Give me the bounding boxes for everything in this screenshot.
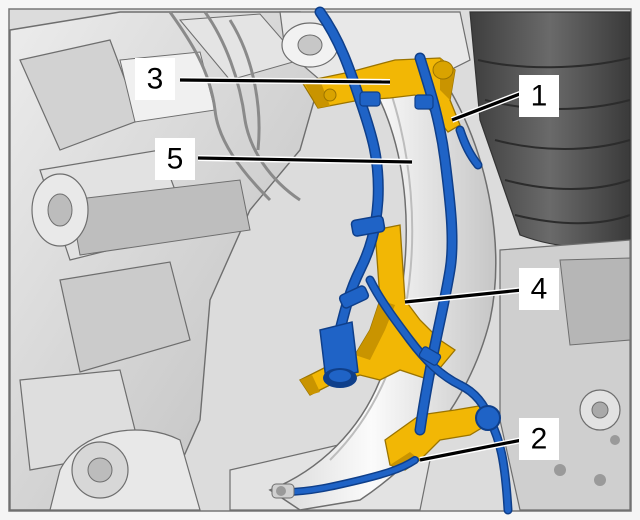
- callout-2-text: 2: [531, 423, 548, 456]
- leader-1: [451, 90, 526, 122]
- callout-4: 4: [519, 268, 559, 310]
- leader-2: [419, 438, 523, 462]
- brake-hoses: [281, 6, 513, 515]
- callout-2: 2: [519, 418, 559, 460]
- callout-4-text: 4: [531, 273, 548, 306]
- hose-fittings: [271, 91, 501, 499]
- callout-1: 1: [519, 75, 559, 117]
- leader-5: [197, 156, 413, 164]
- callout-5-text: 5: [167, 143, 184, 176]
- subframe-housing: [9, 11, 321, 511]
- callout-5: 5: [155, 138, 195, 180]
- callout-1-text: 1: [531, 80, 548, 113]
- leader-lines: [179, 77, 527, 463]
- leader-3: [179, 78, 391, 84]
- callout-3-text: 3: [147, 63, 164, 96]
- metal-lines: [168, 11, 301, 202]
- leader-4: [404, 288, 523, 304]
- callout-3: 3: [135, 58, 175, 100]
